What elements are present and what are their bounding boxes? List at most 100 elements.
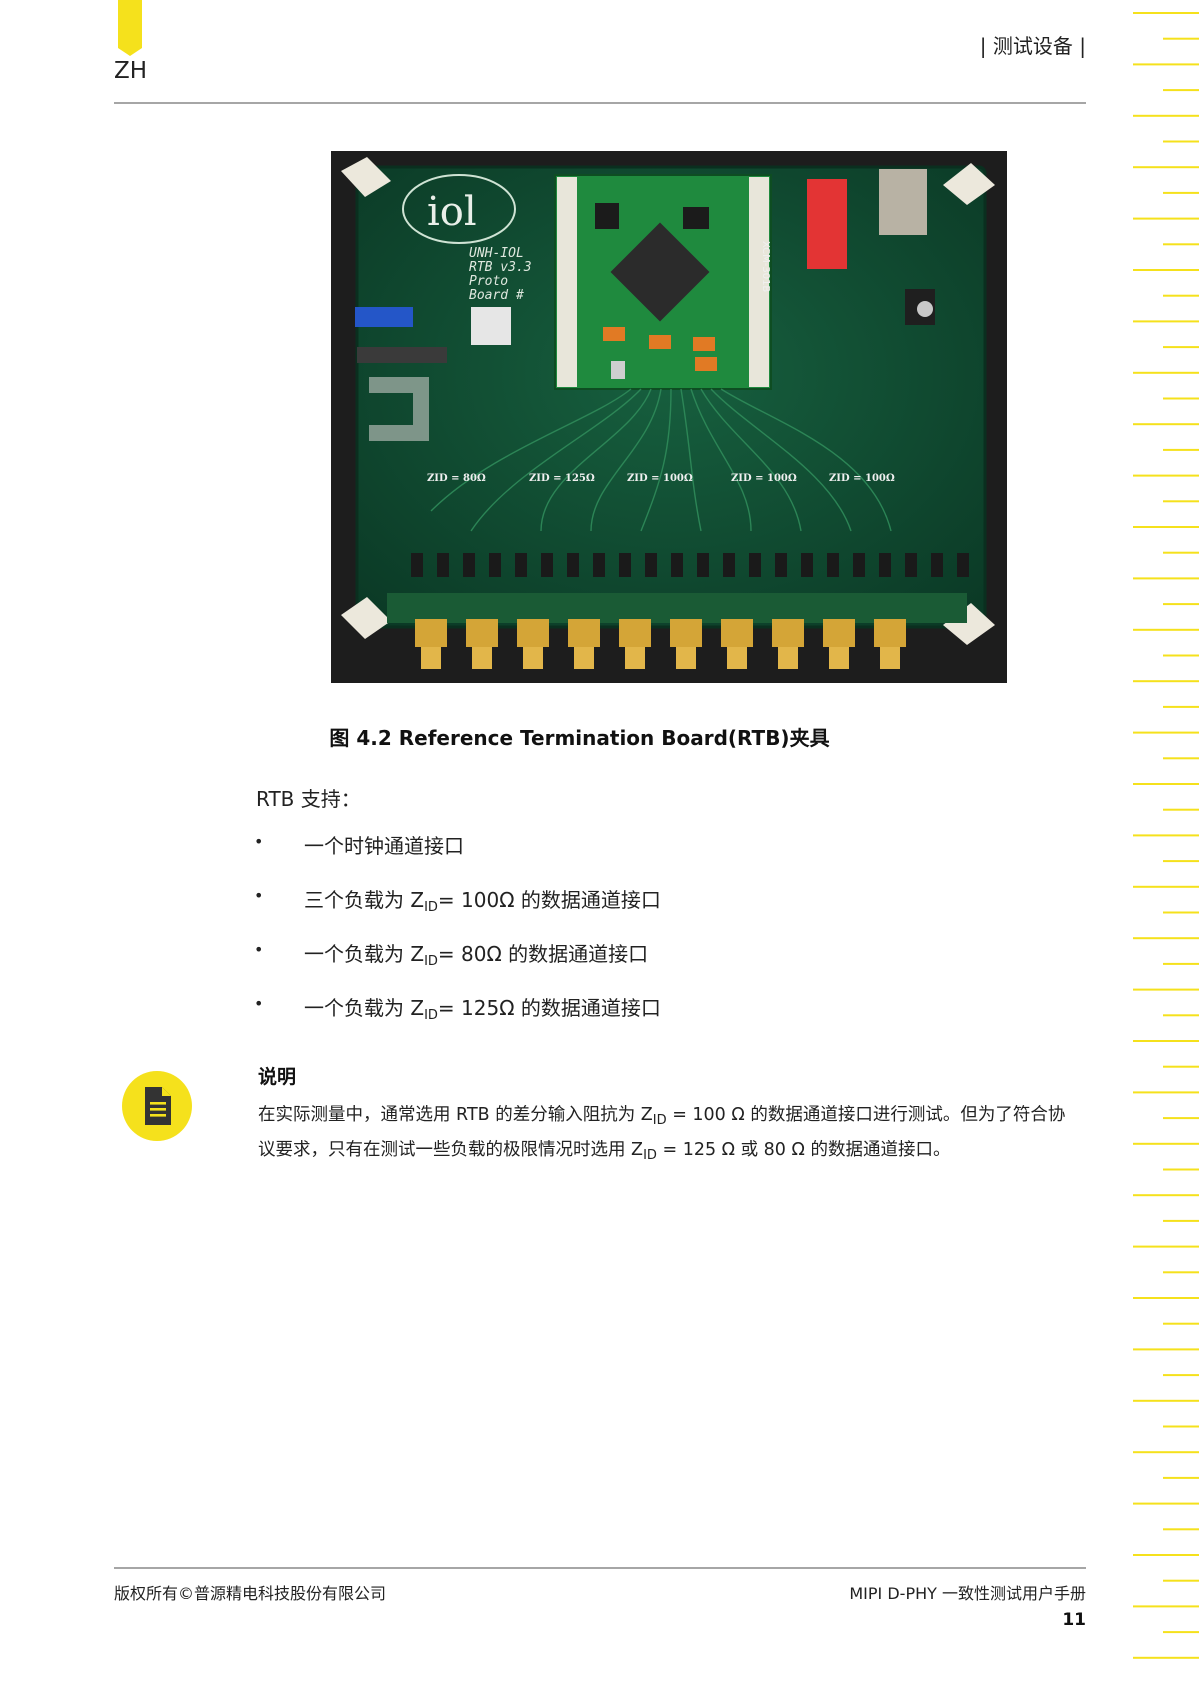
edge-stripe bbox=[1133, 834, 1199, 837]
edge-stripe bbox=[1133, 423, 1199, 426]
edge-stripe bbox=[1163, 757, 1199, 760]
document-note-icon bbox=[122, 1071, 192, 1141]
smd-component bbox=[749, 553, 761, 577]
bullet-dot: • bbox=[254, 832, 264, 851]
edge-stripe bbox=[1163, 294, 1199, 297]
edge-stripe bbox=[1133, 371, 1199, 374]
edge-stripe bbox=[1163, 1322, 1199, 1325]
sma-connector bbox=[415, 619, 447, 669]
edge-stripe bbox=[1163, 243, 1199, 246]
smd-component bbox=[957, 553, 969, 577]
tab-marker-icon bbox=[118, 0, 142, 56]
edge-stripe bbox=[1163, 37, 1199, 40]
zid-label: ZID = 125Ω bbox=[529, 473, 595, 484]
figure-caption: 图 4.2 Reference Termination Board(RTB)夹具 bbox=[0, 722, 1199, 751]
edge-stripe bbox=[1133, 526, 1199, 528]
standoff bbox=[341, 597, 391, 639]
sma-connector bbox=[874, 619, 906, 669]
smd-component bbox=[411, 553, 423, 577]
smd-component bbox=[827, 553, 839, 577]
smd-component bbox=[567, 553, 579, 577]
edge-stripe bbox=[1163, 191, 1199, 194]
edge-stripe bbox=[1163, 1219, 1199, 1222]
edge-stripe bbox=[1163, 962, 1199, 965]
edge-stripe bbox=[1133, 320, 1199, 323]
module-label: XCM-301B bbox=[760, 241, 771, 292]
smd-component bbox=[931, 553, 943, 577]
edge-stripe bbox=[1133, 988, 1199, 991]
edge-stripe bbox=[1163, 1014, 1199, 1017]
note-title: 说明 bbox=[258, 1066, 297, 1088]
bullet-dot: • bbox=[254, 886, 264, 905]
edge-stripe bbox=[1163, 603, 1199, 606]
edge-stripe bbox=[1163, 140, 1199, 143]
edge-stripe bbox=[1133, 783, 1199, 785]
list-item-text: 一个负载为 ZID= 125Ω 的数据通道接口 bbox=[304, 996, 661, 1023]
edge-stripe bbox=[1133, 1656, 1199, 1659]
language-label: ZH bbox=[114, 58, 148, 84]
smd-component bbox=[619, 553, 631, 577]
edge-stripe bbox=[1133, 1142, 1199, 1145]
smd-component bbox=[541, 553, 553, 577]
smd-component bbox=[723, 553, 735, 577]
edge-stripe bbox=[1163, 397, 1199, 400]
edge-stripe bbox=[1163, 346, 1199, 349]
edge-stripe bbox=[1133, 1040, 1199, 1042]
note-line: 议要求，只有在测试一些负载的极限情况时选用 ZID = 125 Ω 或 80 Ω… bbox=[258, 1140, 951, 1163]
edge-stripe bbox=[1133, 1605, 1199, 1608]
edge-stripe bbox=[1133, 1245, 1199, 1248]
smd-component bbox=[801, 553, 813, 577]
edge-stripe bbox=[1133, 885, 1199, 888]
note-line: 在实际测量中，通常选用 RTB 的差分输入阻抗为 ZID = 100 Ω 的数据… bbox=[258, 1105, 1066, 1128]
sma-connector bbox=[670, 619, 702, 669]
edge-stripe bbox=[1163, 1579, 1199, 1582]
edge-stripe bbox=[1163, 808, 1199, 811]
list-item-text: 一个负载为 ZID= 80Ω 的数据通道接口 bbox=[304, 942, 649, 969]
edge-stripe bbox=[1133, 12, 1199, 14]
edge-stripe bbox=[1133, 937, 1199, 940]
edge-stripe bbox=[1163, 551, 1199, 554]
smd-component bbox=[905, 553, 917, 577]
edge-stripe bbox=[1163, 860, 1199, 863]
edge-stripe bbox=[1133, 1554, 1199, 1556]
sma-connector bbox=[517, 619, 549, 669]
sma-connector bbox=[568, 619, 600, 669]
footer-divider bbox=[114, 1567, 1086, 1569]
header-divider bbox=[114, 102, 1086, 104]
edge-stripe bbox=[1133, 474, 1199, 477]
edge-stripes-decoration bbox=[1133, 12, 1199, 1659]
note-body: 在实际测量中，通常选用 RTB 的差分输入阻抗为 ZID = 100 Ω 的数据… bbox=[258, 1098, 1088, 1168]
edge-stripe bbox=[1163, 500, 1199, 503]
edge-stripe bbox=[1133, 1502, 1199, 1505]
smd-component bbox=[697, 553, 709, 577]
sma-connector bbox=[772, 619, 804, 669]
edge-stripe bbox=[1133, 217, 1199, 220]
edge-stripe bbox=[1163, 654, 1199, 657]
edge-stripe bbox=[1163, 448, 1199, 451]
edge-stripe bbox=[1133, 1091, 1199, 1094]
edge-stripe bbox=[1133, 1399, 1199, 1402]
smd-component bbox=[853, 553, 865, 577]
zid-label: ZID = 80Ω bbox=[427, 473, 486, 484]
board-label-line: RTB v3.3 bbox=[469, 260, 532, 275]
edge-stripe bbox=[1133, 731, 1199, 734]
standoff bbox=[943, 603, 995, 645]
bullet-dot: • bbox=[254, 994, 264, 1013]
standoff bbox=[341, 157, 391, 197]
edge-stripe bbox=[1163, 1374, 1199, 1377]
edge-stripe bbox=[1163, 705, 1199, 708]
board-label-line: UNH-IOL bbox=[469, 246, 524, 261]
edge-stripe bbox=[1133, 1451, 1199, 1454]
page-number: 11 bbox=[1062, 1610, 1086, 1630]
footer-manual-title: MIPI D-PHY 一致性测试用户手册 bbox=[849, 1584, 1086, 1603]
zid-label: ZID = 100Ω bbox=[627, 473, 693, 484]
smd-component bbox=[463, 553, 475, 577]
smd-component bbox=[437, 553, 449, 577]
board-label-line: Board # bbox=[469, 288, 524, 303]
sma-connector bbox=[466, 619, 498, 669]
section-title: | 测试设备 | bbox=[979, 34, 1086, 58]
board-label-line: Proto bbox=[469, 274, 508, 289]
smd-component bbox=[671, 553, 683, 577]
edge-stripe bbox=[1133, 628, 1199, 631]
zid-label: ZID = 100Ω bbox=[731, 473, 797, 484]
